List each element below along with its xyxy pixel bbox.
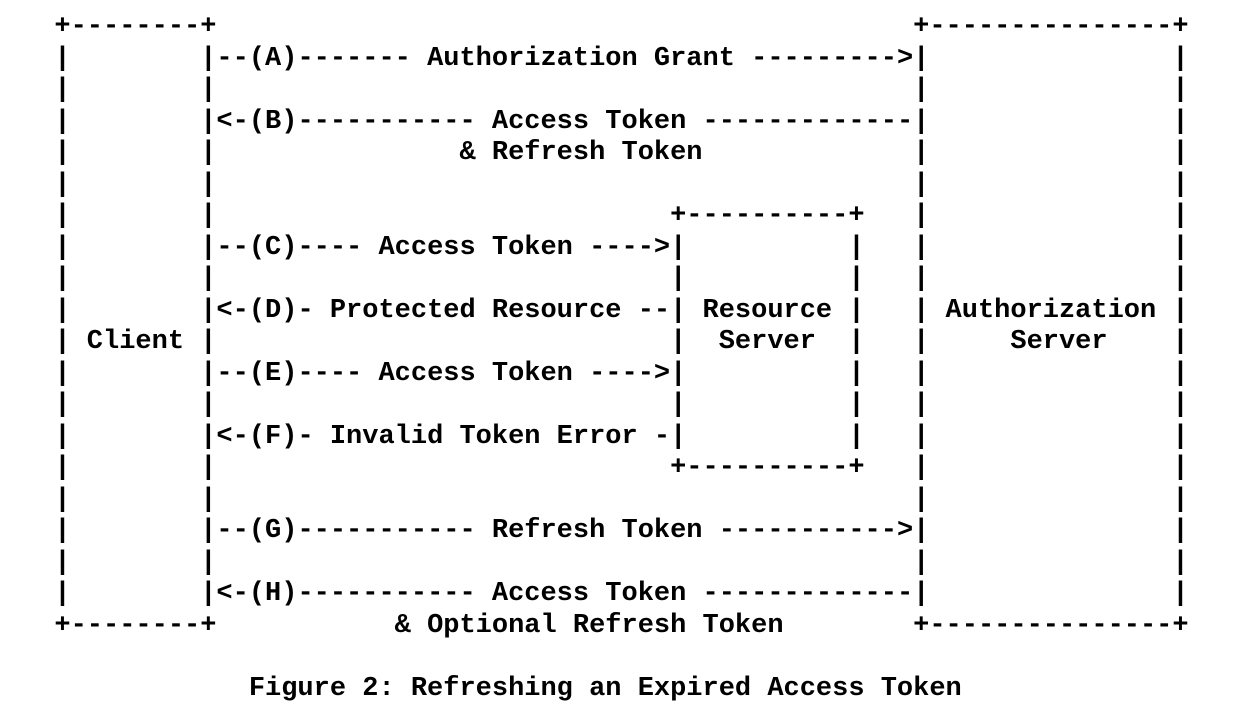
figure-caption: Figure 2: Refreshing an Expired Access T… — [248, 673, 962, 704]
oauth-token-refresh-flow-ascii-diagram: +--------+ +---------------+ | |--(A)---… — [54, 12, 1189, 641]
